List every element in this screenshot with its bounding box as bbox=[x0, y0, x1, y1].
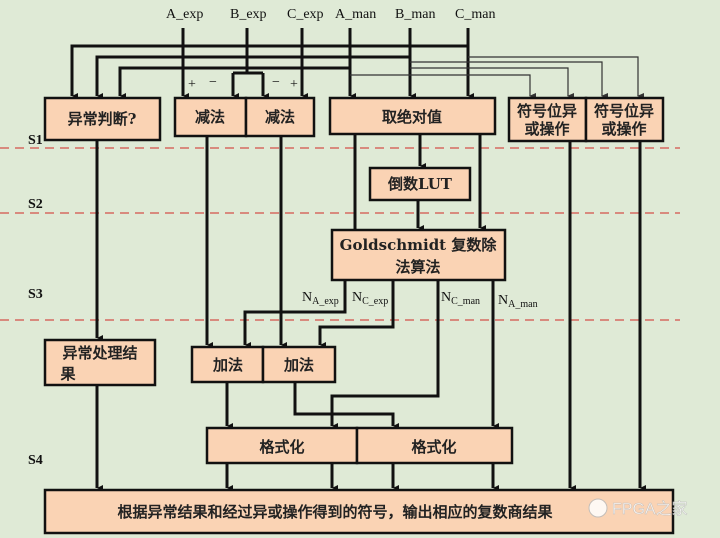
goldschmidt-box: Goldschmidt 复数除 法算法 bbox=[330, 228, 507, 282]
watermark: FPGA之家 bbox=[588, 498, 688, 518]
output-box: 根据异常结果和经过异或操作得到的符号，输出相应的复数商结果 bbox=[43, 488, 675, 535]
subtract-label-2: 减法 bbox=[265, 108, 295, 126]
stage-label-s2: S2 bbox=[28, 197, 43, 212]
output-label: 根据异常结果和经过异或操作得到的符号，输出相应的复数商结果 bbox=[117, 503, 553, 521]
sign-xor-label-1a: 符号位异 bbox=[517, 102, 577, 120]
format-box-1: 格式化 bbox=[205, 426, 359, 465]
input-b-exp: B_exp bbox=[230, 7, 267, 22]
format-label-1: 格式化 bbox=[259, 438, 304, 456]
input-c-exp: C_exp bbox=[287, 7, 324, 22]
sign-plus-2: + bbox=[290, 77, 298, 92]
format-label-2: 格式化 bbox=[411, 438, 456, 456]
sign-minus-1: − bbox=[209, 75, 217, 90]
add-label-1: 加法 bbox=[212, 356, 243, 374]
signal-n-a-exp: NA_exp bbox=[302, 290, 339, 307]
sign-xor-label-2b: 或操作 bbox=[601, 120, 646, 138]
reciprocal-lut-box: 倒数LUT bbox=[368, 166, 472, 202]
input-a-exp: A_exp bbox=[166, 7, 203, 22]
exception-check-label: 异常判断? bbox=[68, 110, 137, 128]
sign-plus-1: + bbox=[188, 77, 196, 92]
exception-result-label-2: 果 bbox=[59, 365, 76, 383]
sign-xor-box-2: 符号位异 或操作 bbox=[584, 96, 665, 143]
signal-n-c-exp: NC_exp bbox=[352, 290, 388, 307]
exception-result-label-1: 异常处理结 bbox=[62, 344, 137, 362]
sign-xor-label-1b: 或操作 bbox=[524, 120, 569, 138]
sign-xor-box-1: 符号位异 或操作 bbox=[507, 96, 588, 143]
reciprocal-lut-label: 倒数LUT bbox=[387, 175, 453, 193]
subtract-box-2: 减法 bbox=[244, 96, 316, 138]
input-b-man: B_man bbox=[395, 7, 435, 22]
stage-label-s1: S1 bbox=[28, 133, 43, 148]
input-wires bbox=[70, 28, 644, 96]
exception-check-box: 异常判断? bbox=[43, 96, 162, 142]
sign-minus-2: − bbox=[272, 75, 280, 90]
signal-n-c-man: NC_man bbox=[441, 290, 480, 307]
absolute-value-label: 取绝对值 bbox=[382, 108, 442, 126]
stage-label-s3: S3 bbox=[28, 287, 43, 302]
watermark-text: FPGA之家 bbox=[612, 500, 688, 518]
add-box-2: 加法 bbox=[261, 345, 337, 384]
input-c-man: C_man bbox=[455, 7, 495, 22]
absolute-value-box: 取绝对值 bbox=[328, 96, 497, 136]
add-box-1: 加法 bbox=[190, 345, 265, 384]
signal-n-a-man: NA_man bbox=[498, 293, 538, 310]
sign-xor-label-2a: 符号位异 bbox=[594, 102, 654, 120]
goldschmidt-label-1: Goldschmidt 复数除 bbox=[340, 236, 498, 254]
input-a-man: A_man bbox=[335, 7, 376, 22]
format-box-2: 格式化 bbox=[355, 426, 514, 465]
add-label-2: 加法 bbox=[283, 356, 314, 374]
subtract-label-1: 减法 bbox=[195, 108, 225, 126]
pipeline-wires bbox=[95, 134, 640, 488]
subtract-box-1: 减法 bbox=[173, 96, 248, 138]
stage-label-s4: S4 bbox=[28, 453, 43, 468]
goldschmidt-label-2: 法算法 bbox=[395, 258, 440, 276]
wechat-icon bbox=[588, 498, 608, 518]
exception-result-box: 异常处理结 果 bbox=[43, 338, 157, 387]
